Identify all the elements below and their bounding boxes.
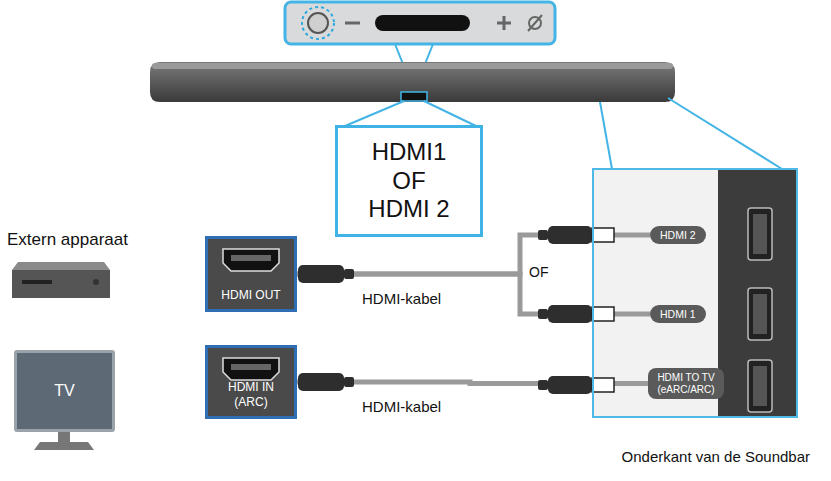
- tv-stand: [34, 432, 94, 450]
- node-text: TV: [54, 382, 74, 400]
- node-text: HDMI OUT: [221, 288, 280, 302]
- leader-line: [600, 102, 612, 169]
- external-device: [12, 262, 110, 298]
- soundbar: [150, 62, 675, 102]
- tv-screen: TV: [14, 350, 115, 432]
- port-label: HDMI 1: [650, 305, 706, 323]
- or-label: OF: [527, 264, 550, 280]
- port-label: HDMI TO TV (eARC/ARC): [648, 368, 724, 399]
- node-text: HDMI IN (ARC): [216, 380, 286, 409]
- port-box: HDMI OUT: [205, 236, 297, 312]
- node-text: HDMI TO TV (eARC/ARC): [654, 372, 718, 395]
- hdmi-plug: [298, 265, 354, 283]
- hdmi-plug: [538, 376, 614, 394]
- hdmi-plug: [538, 305, 614, 323]
- hdmi-port-icon: [221, 247, 281, 273]
- soundbar-bottom: [593, 169, 797, 417]
- node-text: HDMI1 OF HDMI 2: [363, 138, 455, 224]
- leader-line: [345, 101, 404, 126]
- hdmi-plug: [298, 373, 354, 391]
- leader-line: [668, 98, 782, 169]
- cable-label: HDMI-kabel: [360, 398, 443, 415]
- port-box: HDMI IN (ARC): [205, 345, 297, 419]
- hdmi-plug: [538, 226, 614, 244]
- port-label: HDMI 2: [650, 226, 706, 244]
- device-label: Extern apparaat: [5, 230, 130, 250]
- callout-box: HDMI1 OF HDMI 2: [335, 125, 483, 237]
- control-strip: [285, 2, 555, 44]
- caption: Onderkant van de Soundbar: [622, 448, 810, 465]
- hdmi-port-icon: [221, 356, 281, 382]
- node-text: HDMI 2: [660, 229, 696, 241]
- leader-line: [395, 44, 433, 64]
- leader-line: [424, 101, 476, 126]
- cable-label: HDMI-kabel: [360, 290, 443, 307]
- soundbar-bottom-panel: Onderkant van de SoundbarHDMI 2HDMI 1HDM…: [592, 168, 798, 418]
- node-text: HDMI 1: [660, 308, 696, 320]
